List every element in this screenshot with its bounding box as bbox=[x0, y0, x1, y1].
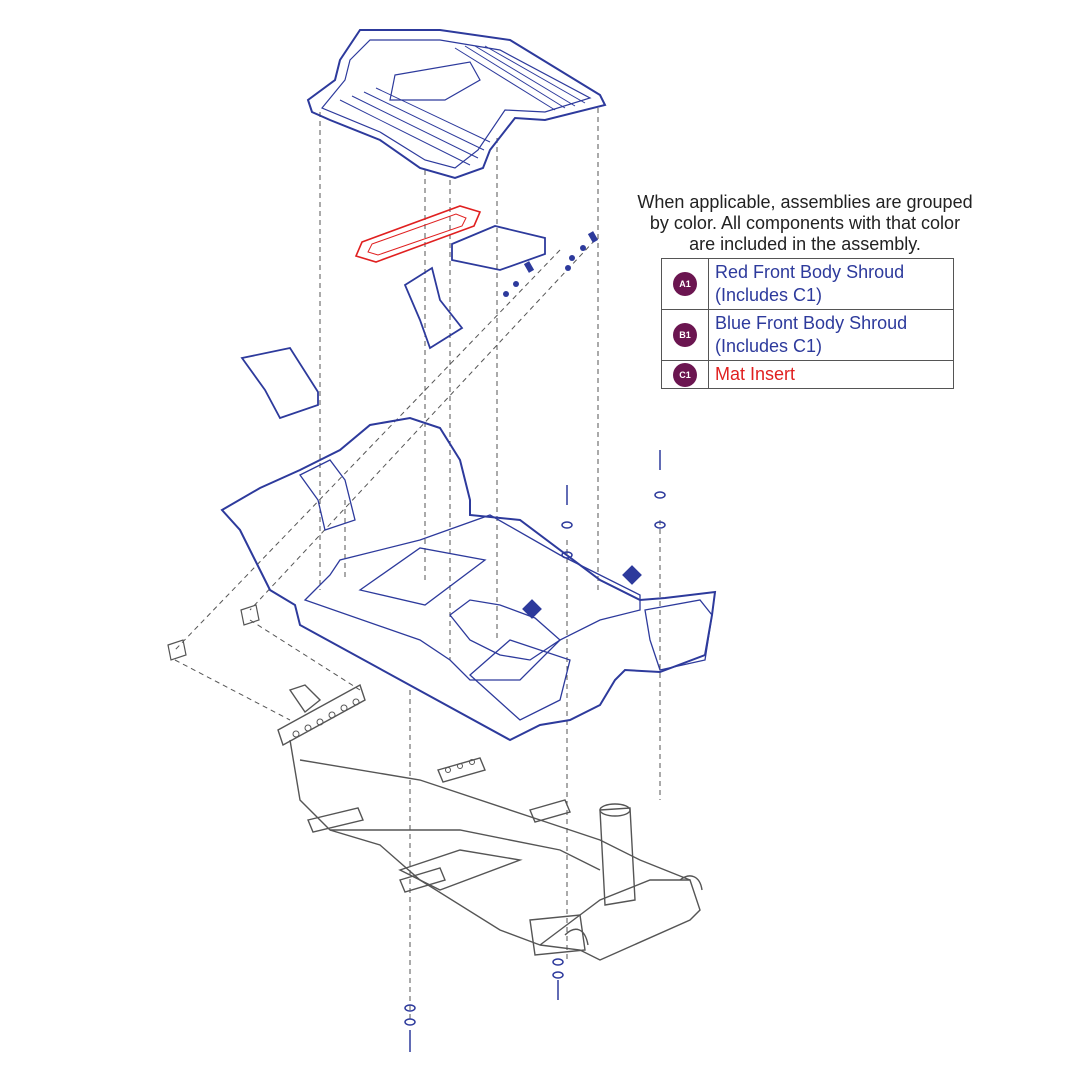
legend-sublabel: (Includes C1) bbox=[715, 285, 823, 305]
top-hardware bbox=[503, 231, 599, 297]
badge-b1: B1 bbox=[673, 323, 697, 347]
legend-label: Red Front Body Shroud bbox=[715, 262, 905, 282]
frame-holes bbox=[292, 698, 475, 773]
front-body-shroud bbox=[220, 416, 717, 742]
screws-right bbox=[404, 450, 666, 1052]
legend-row: A1 Red Front Body Shroud (Includes C1) bbox=[661, 258, 954, 310]
legend-label: Mat Insert bbox=[715, 364, 796, 384]
assembly-grouping-note: When applicable, assemblies are grouped … bbox=[600, 192, 1010, 255]
note-line: by color. All components with that color bbox=[649, 213, 961, 233]
badge-c1: C1 bbox=[673, 362, 697, 387]
legend-row: C1 Mat Insert bbox=[661, 360, 954, 389]
mat-insert bbox=[354, 205, 482, 263]
note-line: When applicable, assemblies are grouped bbox=[637, 192, 973, 212]
floor-mat bbox=[306, 29, 607, 180]
side-panels bbox=[240, 225, 546, 420]
note-line: are included in the assembly. bbox=[689, 234, 921, 254]
chassis-frame bbox=[277, 683, 703, 961]
legend-sublabel: (Includes C1) bbox=[715, 336, 823, 356]
badge-a1: A1 bbox=[673, 272, 697, 296]
parts-legend-table: A1 Red Front Body Shroud (Includes C1) B… bbox=[661, 258, 954, 389]
pads bbox=[167, 604, 260, 661]
shroud-decals bbox=[522, 565, 642, 619]
legend-row: B1 Blue Front Body Shroud (Includes C1) bbox=[661, 309, 954, 361]
legend-label: Blue Front Body Shroud bbox=[715, 313, 908, 333]
assembly-guide-lines bbox=[174, 108, 661, 1020]
